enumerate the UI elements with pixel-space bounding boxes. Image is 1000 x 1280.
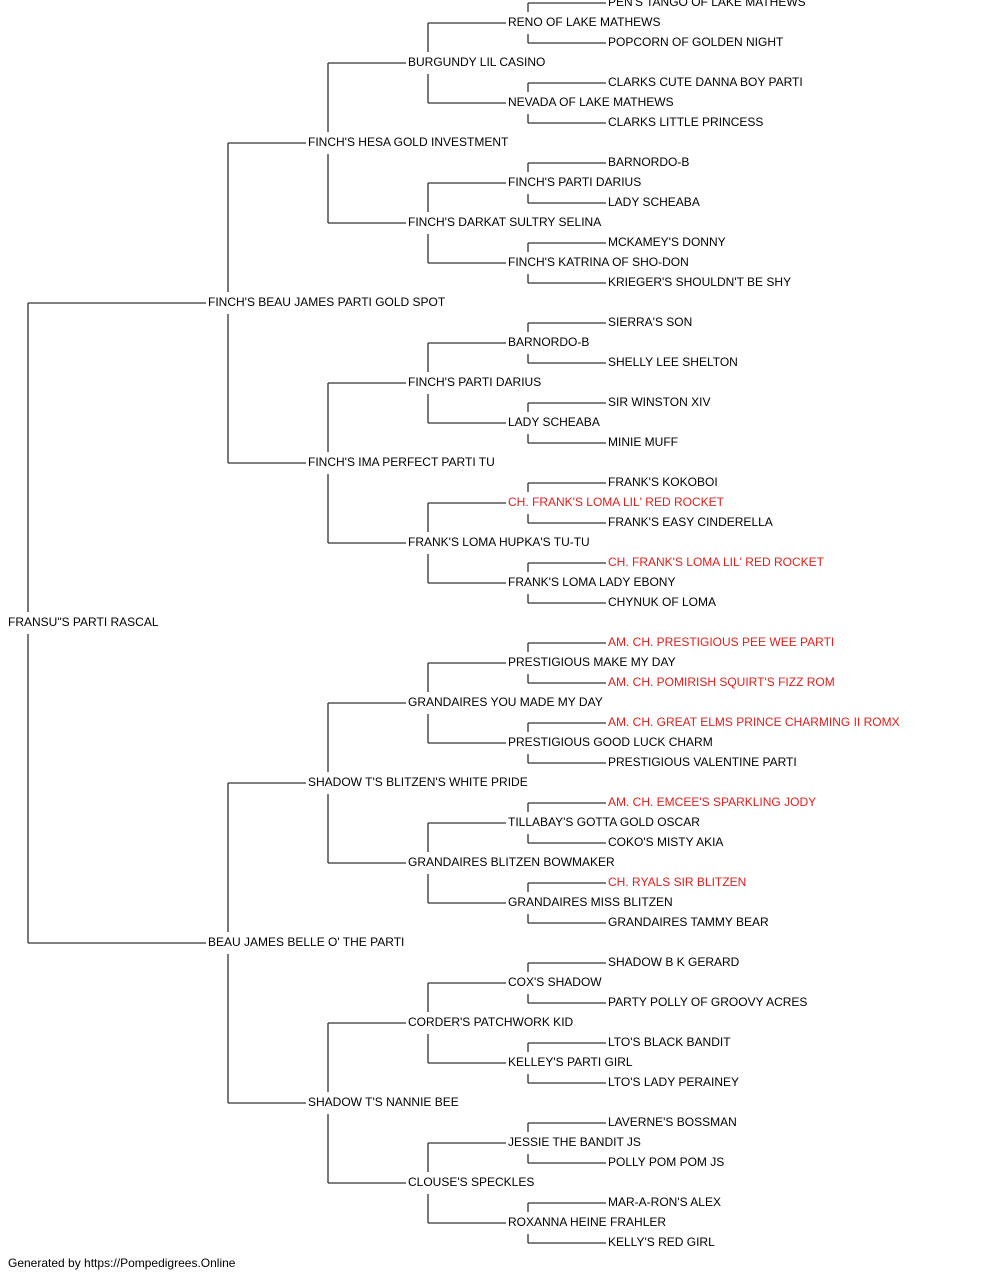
ancestor-name-gen5: CLARKS LITTLE PRINCESS bbox=[608, 115, 763, 129]
ancestor-name-gen5: AM. CH. GREAT ELMS PRINCE CHARMING II RO… bbox=[608, 715, 900, 729]
ancestor-name-gen3: GRANDAIRES BLITZEN BOWMAKER bbox=[408, 855, 615, 869]
ancestor-name-gen4: ROXANNA HEINE FRAHLER bbox=[508, 1215, 666, 1229]
ancestor-name-gen5: LTO'S LADY PERAINEY bbox=[608, 1075, 739, 1089]
ancestor-name-gen5: SHADOW B K GERARD bbox=[608, 955, 740, 969]
ancestor-name-gen4: NEVADA OF LAKE MATHEWS bbox=[508, 95, 674, 109]
ancestor-name-gen5: SIERRA'S SON bbox=[608, 315, 692, 329]
ancestor-name-gen4: JESSIE THE BANDIT JS bbox=[508, 1135, 641, 1149]
ancestor-name-gen5: PRESTIGIOUS VALENTINE PARTI bbox=[608, 755, 797, 769]
ancestor-name-gen3: CORDER'S PATCHWORK KID bbox=[408, 1015, 574, 1029]
ancestor-name-gen4: TILLABAY'S GOTTA GOLD OSCAR bbox=[508, 815, 700, 829]
ancestor-name-gen2: SHADOW T'S NANNIE BEE bbox=[308, 1095, 459, 1109]
subject-name: FRANSU"S PARTI RASCAL bbox=[8, 615, 159, 629]
ancestor-name-gen5: COKO'S MISTY AKIA bbox=[608, 835, 723, 849]
ancestor-name-gen5: BARNORDO-B bbox=[608, 155, 689, 169]
ancestor-name-gen5: MCKAMEY'S DONNY bbox=[608, 235, 726, 249]
ancestor-name-gen3: FINCH'S PARTI DARIUS bbox=[408, 375, 541, 389]
ancestor-name-gen2: FINCH'S IMA PERFECT PARTI TU bbox=[308, 455, 495, 469]
ancestor-name-gen5: LADY SCHEABA bbox=[608, 195, 700, 209]
footer-credit: Generated by https://Pompedigrees.Online bbox=[8, 1256, 236, 1270]
ancestor-name-gen4: RENO OF LAKE MATHEWS bbox=[508, 15, 660, 29]
ancestor-name-gen5: CHYNUK OF LOMA bbox=[608, 595, 716, 609]
ancestor-name-gen5: GRANDAIRES TAMMY BEAR bbox=[608, 915, 769, 929]
ancestor-name-gen1: BEAU JAMES BELLE O' THE PARTI bbox=[208, 935, 404, 949]
ancestor-name-gen3: CLOUSE'S SPECKLES bbox=[408, 1175, 534, 1189]
ancestor-name-gen4: LADY SCHEABA bbox=[508, 415, 600, 429]
ancestor-name-gen5: CH. FRANK'S LOMA LIL' RED ROCKET bbox=[608, 555, 825, 569]
ancestor-name-gen5: CH. RYALS SIR BLITZEN bbox=[608, 875, 746, 889]
ancestor-name-gen5: FRANK'S KOKOBOI bbox=[608, 475, 718, 489]
ancestor-name-gen5: POPCORN OF GOLDEN NIGHT bbox=[608, 35, 784, 49]
ancestor-name-gen5: KRIEGER'S SHOULDN'T BE SHY bbox=[608, 275, 791, 289]
ancestor-name-gen4: PRESTIGIOUS MAKE MY DAY bbox=[508, 655, 676, 669]
ancestor-name-gen4: GRANDAIRES MISS BLITZEN bbox=[508, 895, 673, 909]
ancestor-name-gen5: CLARKS CUTE DANNA BOY PARTI bbox=[608, 75, 803, 89]
ancestor-name-gen5: MINIE MUFF bbox=[608, 435, 678, 449]
ancestor-name-gen3: FRANK'S LOMA HUPKA'S TU-TU bbox=[408, 535, 590, 549]
ancestor-name-gen4: COX'S SHADOW bbox=[508, 975, 602, 989]
ancestor-name-gen5: AM. CH. POMIRISH SQUIRT'S FIZZ ROM bbox=[608, 675, 835, 689]
ancestor-name-gen5: LTO'S BLACK BANDIT bbox=[608, 1035, 731, 1049]
ancestor-name-gen5: LAVERNE'S BOSSMAN bbox=[608, 1115, 737, 1129]
ancestor-name-gen5: SHELLY LEE SHELTON bbox=[608, 355, 738, 369]
ancestor-name-gen5: AM. CH. EMCEE'S SPARKLING JODY bbox=[608, 795, 816, 809]
ancestor-name-gen5: PEN'S TANGO OF LAKE MATHEWS bbox=[608, 0, 806, 9]
ancestor-name-gen4: PRESTIGIOUS GOOD LUCK CHARM bbox=[508, 735, 713, 749]
ancestor-name-gen5: AM. CH. PRESTIGIOUS PEE WEE PARTI bbox=[608, 635, 834, 649]
ancestor-name-gen5: KELLY'S RED GIRL bbox=[608, 1235, 715, 1249]
ancestor-name-gen3: GRANDAIRES YOU MADE MY DAY bbox=[408, 695, 603, 709]
ancestor-name-gen5: PARTY POLLY OF GROOVY ACRES bbox=[608, 995, 807, 1009]
ancestor-name-gen5: FRANK'S EASY CINDERELLA bbox=[608, 515, 773, 529]
ancestor-name-gen2: SHADOW T'S BLITZEN'S WHITE PRIDE bbox=[308, 775, 528, 789]
ancestor-name-gen3: FINCH'S DARKAT SULTRY SELINA bbox=[408, 215, 601, 229]
ancestor-name-gen4: FINCH'S KATRINA OF SHO-DON bbox=[508, 255, 689, 269]
ancestor-name-gen3: BURGUNDY LIL CASINO bbox=[408, 55, 545, 69]
ancestor-name-gen4: FRANK'S LOMA LADY EBONY bbox=[508, 575, 675, 589]
ancestor-name-gen5: SIR WINSTON XIV bbox=[608, 395, 710, 409]
ancestor-name-gen4: FINCH'S PARTI DARIUS bbox=[508, 175, 641, 189]
ancestor-name-gen4: KELLEY'S PARTI GIRL bbox=[508, 1055, 633, 1069]
ancestor-name-gen4: CH. FRANK'S LOMA LIL' RED ROCKET bbox=[508, 495, 725, 509]
ancestor-name-gen5: POLLY POM POM JS bbox=[608, 1155, 724, 1169]
ancestor-name-gen2: FINCH'S HESA GOLD INVESTMENT bbox=[308, 135, 509, 149]
ancestor-name-gen1: FINCH'S BEAU JAMES PARTI GOLD SPOT bbox=[208, 295, 446, 309]
ancestor-name-gen4: BARNORDO-B bbox=[508, 335, 589, 349]
ancestor-name-gen5: MAR-A-RON'S ALEX bbox=[608, 1195, 721, 1209]
